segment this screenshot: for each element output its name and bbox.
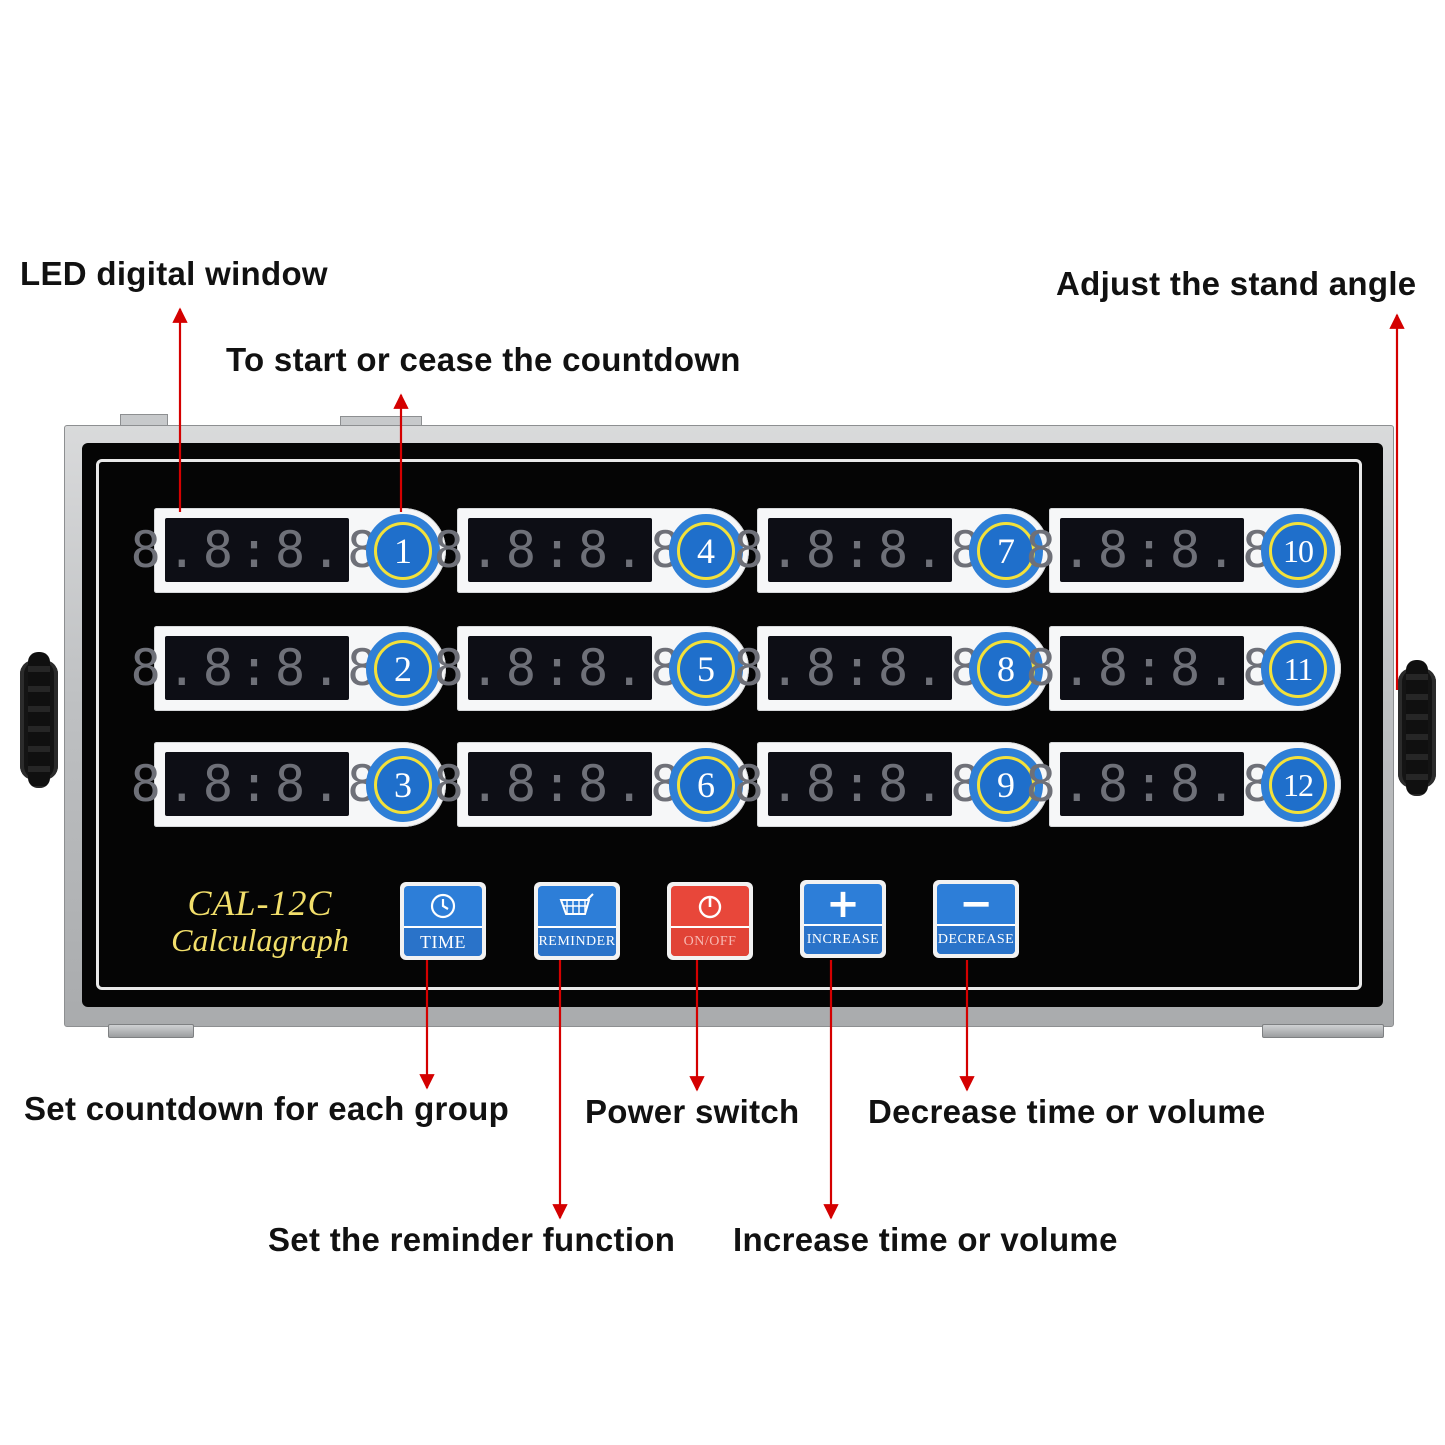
increase-button-label: INCREASE xyxy=(806,932,880,947)
timer-9-button[interactable]: 9 xyxy=(969,748,1043,822)
led-display: 8.8:8.8 xyxy=(434,518,680,582)
timer-number: 2 xyxy=(394,649,412,689)
led-digits: 8.8:8.8 xyxy=(1025,755,1279,813)
power-button-label: ON/OFF xyxy=(683,934,737,949)
timer-5: 8.8:8.8 5 xyxy=(434,626,749,711)
led-display: 8.8:8.8 xyxy=(734,752,980,816)
timer-10: 8.8:8.8 10 xyxy=(1026,508,1341,593)
timer-number: 9 xyxy=(997,765,1015,805)
power-icon xyxy=(671,886,749,926)
model-label: CAL-12C Calculagraph xyxy=(160,884,360,958)
right-stand-knob-icon[interactable] xyxy=(1398,660,1436,796)
led-display: 8.8:8.8 xyxy=(1026,752,1272,816)
led-digits: 8.8:8.8 xyxy=(433,521,687,579)
timer-8-button[interactable]: 8 xyxy=(969,632,1043,706)
timer-2-button[interactable]: 2 xyxy=(366,632,440,706)
timer-number: 12 xyxy=(1283,767,1314,803)
timer-3: 8.8:8.8 3 xyxy=(131,742,446,827)
basket-icon xyxy=(538,886,616,926)
model-name: CAL-12C xyxy=(187,883,333,923)
led-digits: 8.8:8.8 xyxy=(733,639,987,697)
model-subtitle: Calculagraph xyxy=(171,922,349,958)
callout-start-cease: To start or cease the countdown xyxy=(226,341,741,378)
left-stand-knob-icon[interactable] xyxy=(20,652,58,788)
callout-set-countdown: Set countdown for each group xyxy=(24,1090,510,1127)
timer-number: 4 xyxy=(697,531,715,571)
led-display: 8.8:8.8 xyxy=(131,752,377,816)
timer-number: 10 xyxy=(1283,533,1314,569)
timer-1-button[interactable]: 1 xyxy=(366,514,440,588)
led-digits: 8.8:8.8 xyxy=(1025,521,1279,579)
power-button[interactable]: ON/OFF xyxy=(667,882,753,960)
timer-number: 6 xyxy=(697,765,715,805)
led-display: 8.8:8.8 xyxy=(434,636,680,700)
time-button[interactable]: TIME xyxy=(400,882,486,960)
callout-stand-angle: Adjust the stand angle xyxy=(1056,265,1417,302)
led-display: 8.8:8.8 xyxy=(734,636,980,700)
timer-number: 8 xyxy=(997,649,1015,689)
led-display: 8.8:8.8 xyxy=(1026,518,1272,582)
timer-2: 8.8:8.8 2 xyxy=(131,626,446,711)
timer-6: 8.8:8.8 6 xyxy=(434,742,749,827)
timer-10-button[interactable]: 10 xyxy=(1261,514,1335,588)
led-display: 8.8:8.8 xyxy=(131,518,377,582)
timer-11: 8.8:8.8 11 xyxy=(1026,626,1341,711)
clock-icon xyxy=(404,886,482,926)
callout-reminder: Set the reminder function xyxy=(268,1221,676,1258)
chassis-foot xyxy=(1262,1024,1384,1038)
chassis-foot xyxy=(108,1024,194,1038)
timer-5-button[interactable]: 5 xyxy=(669,632,743,706)
reminder-button[interactable]: REMINDER xyxy=(534,882,620,960)
callout-power-switch: Power switch xyxy=(585,1093,800,1130)
timer-number: 7 xyxy=(997,531,1015,571)
timer-12: 8.8:8.8 12 xyxy=(1026,742,1341,827)
timer-8: 8.8:8.8 8 xyxy=(734,626,1049,711)
timer-12-button[interactable]: 12 xyxy=(1261,748,1335,822)
led-digits: 8.8:8.8 xyxy=(433,639,687,697)
led-digits: 8.8:8.8 xyxy=(733,521,987,579)
decrease-button-label: DECREASE xyxy=(937,932,1015,947)
timer-6-button[interactable]: 6 xyxy=(669,748,743,822)
callout-increase: Increase time or volume xyxy=(733,1221,1118,1258)
led-digits: 8.8:8.8 xyxy=(130,521,384,579)
timer-1: 8.8:8.8 1 xyxy=(131,508,446,593)
led-display: 8.8:8.8 xyxy=(434,752,680,816)
timer-number: 11 xyxy=(1283,651,1314,687)
led-digits: 8.8:8.8 xyxy=(130,639,384,697)
callout-decrease: Decrease time or volume xyxy=(868,1093,1266,1130)
timer-3-button[interactable]: 3 xyxy=(366,748,440,822)
timer-number: 1 xyxy=(394,531,412,571)
panel-border xyxy=(96,459,1362,990)
timer-4-button[interactable]: 4 xyxy=(669,514,743,588)
timer-number: 3 xyxy=(394,765,412,805)
timer-4: 8.8:8.8 4 xyxy=(434,508,749,593)
timer-7-button[interactable]: 7 xyxy=(969,514,1043,588)
led-digits: 8.8:8.8 xyxy=(130,755,384,813)
timer-7: 8.8:8.8 7 xyxy=(734,508,1049,593)
minus-icon: − xyxy=(959,884,993,927)
led-digits: 8.8:8.8 xyxy=(1025,639,1279,697)
reminder-button-label: REMINDER xyxy=(538,934,616,949)
led-display: 8.8:8.8 xyxy=(734,518,980,582)
led-display: 8.8:8.8 xyxy=(131,636,377,700)
led-display: 8.8:8.8 xyxy=(1026,636,1272,700)
timer-11-button[interactable]: 11 xyxy=(1261,632,1335,706)
timer-number: 5 xyxy=(697,649,715,689)
timer-9: 8.8:8.8 9 xyxy=(734,742,1049,827)
led-digits: 8.8:8.8 xyxy=(733,755,987,813)
decrease-button[interactable]: − DECREASE xyxy=(933,880,1019,958)
increase-button[interactable]: + INCREASE xyxy=(800,880,886,958)
callout-led-digital-window: LED digital window xyxy=(20,255,328,292)
time-button-label: TIME xyxy=(420,931,466,952)
plus-icon: + xyxy=(826,884,860,927)
led-digits: 8.8:8.8 xyxy=(433,755,687,813)
